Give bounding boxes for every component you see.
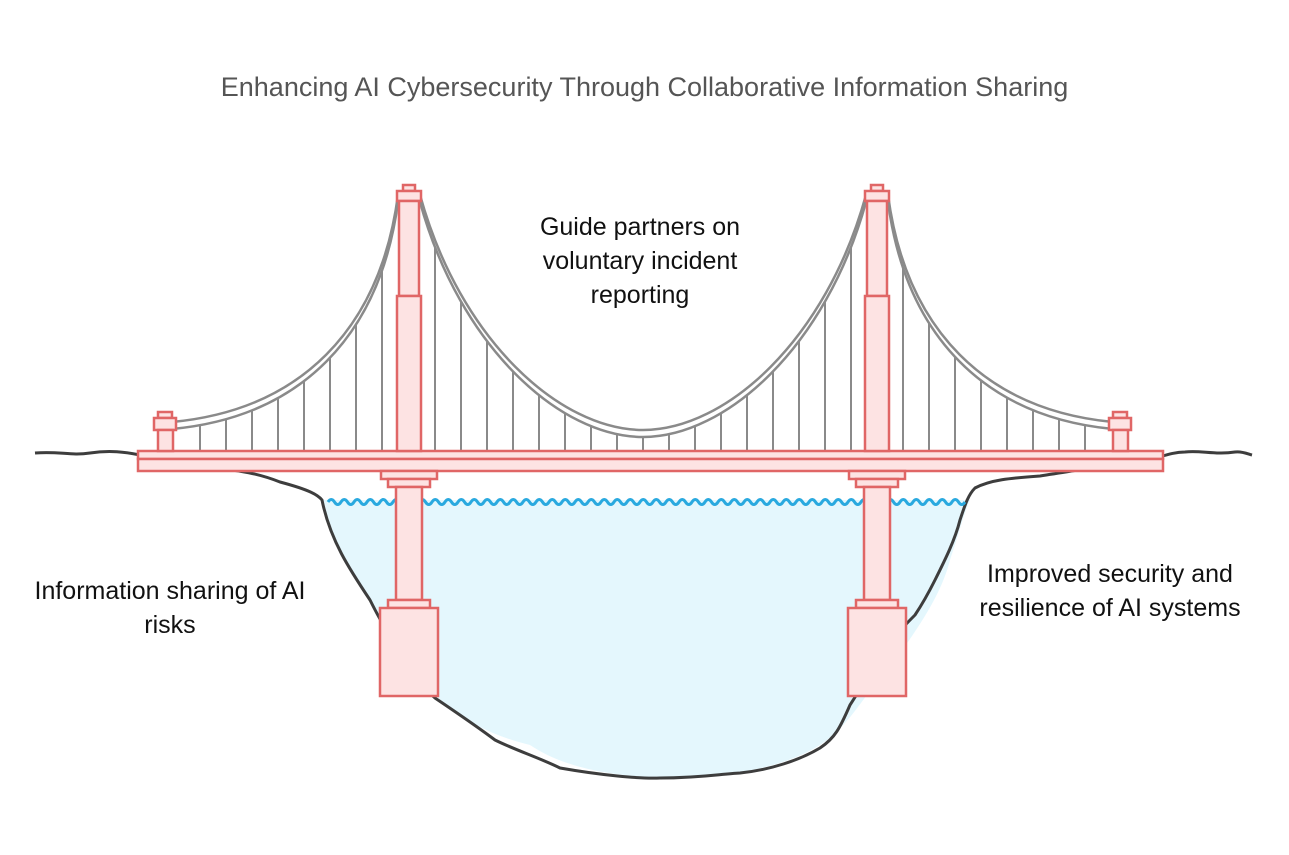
bridge-deck bbox=[136, 449, 1165, 473]
hangers bbox=[199, 247, 1086, 451]
water-surface bbox=[326, 498, 967, 506]
main-cable bbox=[171, 194, 400, 424]
main-cable bbox=[171, 201, 400, 431]
main-cable bbox=[418, 194, 644, 432]
water bbox=[322, 500, 970, 778]
label-information-sharing: Information sharing of AI risks bbox=[34, 577, 306, 639]
right-tower bbox=[846, 183, 908, 698]
main-cable bbox=[886, 194, 1114, 424]
main-cable bbox=[418, 201, 644, 439]
label-guide-partners: Guide partners on voluntary incident rep… bbox=[539, 213, 741, 309]
cables bbox=[171, 194, 1114, 439]
left-end-post bbox=[152, 410, 178, 453]
left-tower bbox=[378, 183, 440, 698]
main-cable bbox=[642, 201, 868, 439]
diagram-title: Enhancing AI Cybersecurity Through Colla… bbox=[220, 72, 1069, 102]
main-cable bbox=[886, 201, 1114, 431]
right-end-post bbox=[1107, 410, 1133, 453]
main-cable bbox=[642, 194, 868, 432]
ground-line bbox=[34, 450, 1253, 780]
label-improved-security: Improved security and resilience of AI s… bbox=[979, 560, 1241, 622]
